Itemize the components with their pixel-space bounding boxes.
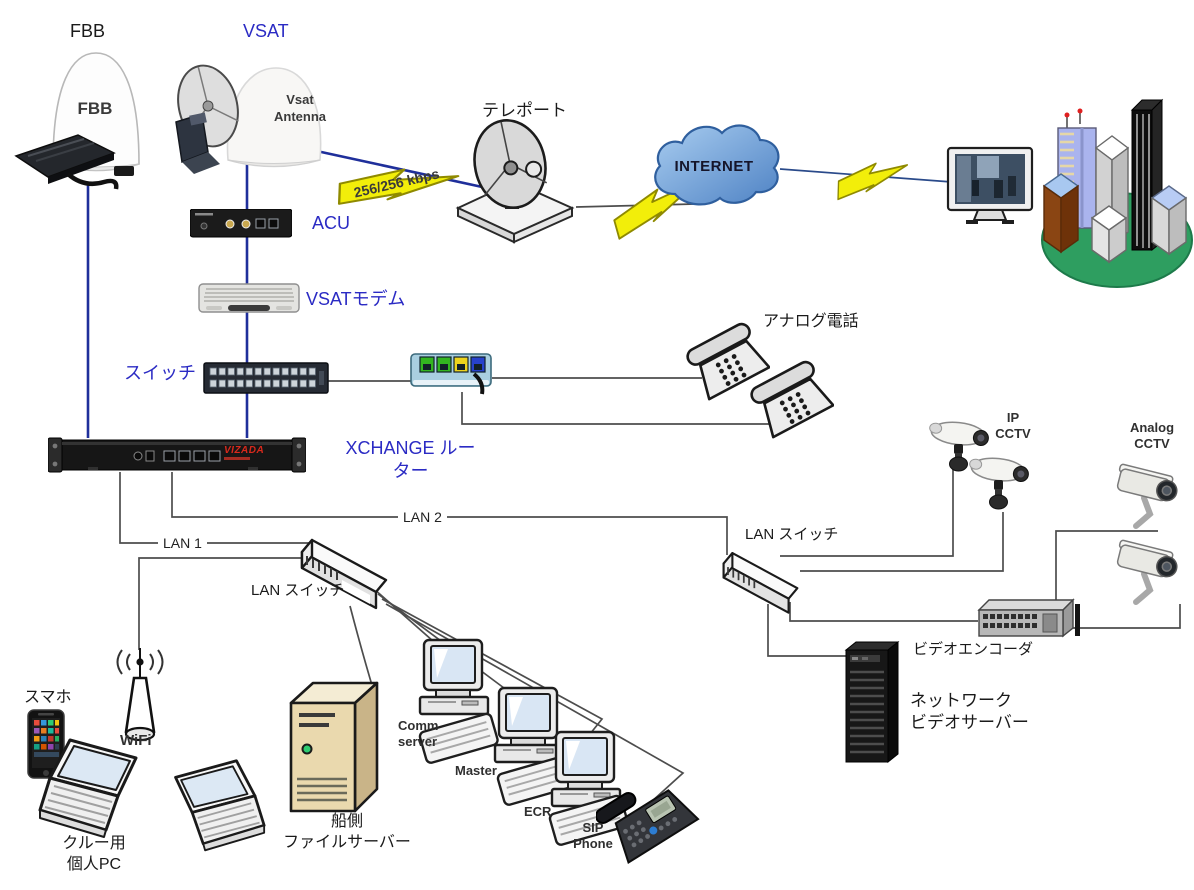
vsat-title: VSAT — [243, 21, 289, 41]
router-brand-underline — [224, 457, 250, 460]
xchange-router-icon — [48, 437, 306, 473]
vsat-modem-label: VSATモデム — [306, 289, 406, 309]
lan-switch-left-label: LAN スイッチ — [251, 582, 345, 599]
comm-server-label: Comm server — [398, 718, 439, 750]
wifi-label: WiFi — [120, 732, 152, 749]
lightning-bolt-icon — [837, 162, 908, 201]
router-brand-text: VIZADA — [224, 445, 265, 456]
switch-to-encoder-line — [789, 602, 978, 622]
teleport-label: テレポート — [482, 101, 567, 120]
crew-pc-label: クルー用 個人PC — [62, 835, 126, 873]
vsat-to-teleport-line — [311, 148, 511, 195]
keyboard-icon — [418, 712, 499, 764]
analog-camera-icon — [1116, 463, 1178, 529]
lightning-bolt-icon — [337, 168, 460, 205]
lan2-line — [171, 472, 728, 555]
teleport-dish-icon — [455, 119, 575, 244]
desktop-pc-icon — [493, 686, 565, 764]
ecr-label: ECR — [524, 804, 552, 819]
ip-camera-icon — [969, 457, 1029, 510]
wifi-line — [138, 557, 308, 650]
analog-cctv-label: Analog CCTV — [1129, 420, 1175, 452]
file-server-label: 船側 ファイルサーバー — [283, 813, 411, 851]
switch-to-nvs-line — [767, 604, 846, 657]
remote-tv-icon — [946, 146, 1034, 224]
lan-switch-icon — [300, 538, 388, 610]
analog-phone-icon — [686, 322, 770, 401]
ata-gateway-icon — [410, 353, 492, 395]
lan2-label: LAN 2 — [398, 508, 447, 527]
sip-phone-icon — [596, 789, 700, 865]
internet-cloud-icon — [654, 124, 780, 206]
acu-device-icon — [190, 209, 292, 238]
analog-phone-label: アナログ電話 — [763, 313, 859, 330]
video-encoder-icon — [977, 598, 1080, 638]
fbb-title: FBB — [70, 21, 106, 41]
ata-to-phone2-line — [461, 392, 770, 425]
desktop-pc-icon — [418, 638, 490, 716]
master-label: Master — [455, 763, 497, 778]
sip-phone-label: SIP Phone — [573, 820, 613, 852]
network-video-server-label: ネットワーク ビデオサーバー — [910, 691, 1029, 733]
laptop-icon — [174, 759, 266, 852]
analog-phone-icon — [750, 360, 834, 439]
analogcam2-line — [1062, 604, 1181, 629]
analogcam1-line — [1055, 530, 1158, 607]
laptop-icon — [38, 738, 138, 838]
internet-label: INTERNET — [674, 158, 754, 175]
sip-line — [385, 603, 685, 804]
vsat-antenna-icon — [175, 64, 322, 174]
vsat-device-text: Vsat Antenna — [274, 92, 326, 124]
network-video-server-icon — [844, 640, 900, 764]
lan-switch-right-label: LAN スイッチ — [745, 526, 839, 543]
lan1-line — [119, 472, 310, 544]
ip-camera-icon — [929, 421, 989, 472]
xchange-router-label: XCHANGE ルー ター — [345, 438, 476, 482]
ipcam1-line — [780, 468, 954, 557]
fbb-modem-icon — [14, 134, 134, 190]
smartphone-icon — [27, 709, 65, 779]
lan1-label: LAN 1 — [158, 534, 207, 553]
video-encoder-label: ビデオエンコーダ — [913, 641, 1034, 658]
lan-switch-icon — [722, 551, 799, 614]
vsat-modem-device-icon — [198, 283, 300, 313]
smartphone-label: スマホ — [24, 689, 72, 706]
acu-label: ACU — [312, 213, 351, 233]
switch-label: スイッチ — [124, 363, 196, 383]
wifi-antenna-icon — [116, 648, 164, 742]
router-brand: VIZADA — [224, 446, 264, 460]
file-server-icon — [289, 681, 379, 813]
analog-camera-icon — [1116, 539, 1178, 605]
city-buildings-icon — [1041, 98, 1193, 288]
ipcam2-line — [800, 512, 1004, 572]
switch-device-icon — [203, 362, 329, 394]
fbb-device-text: FBB — [77, 99, 113, 118]
ip-cctv-label: IP CCTV — [995, 410, 1031, 442]
